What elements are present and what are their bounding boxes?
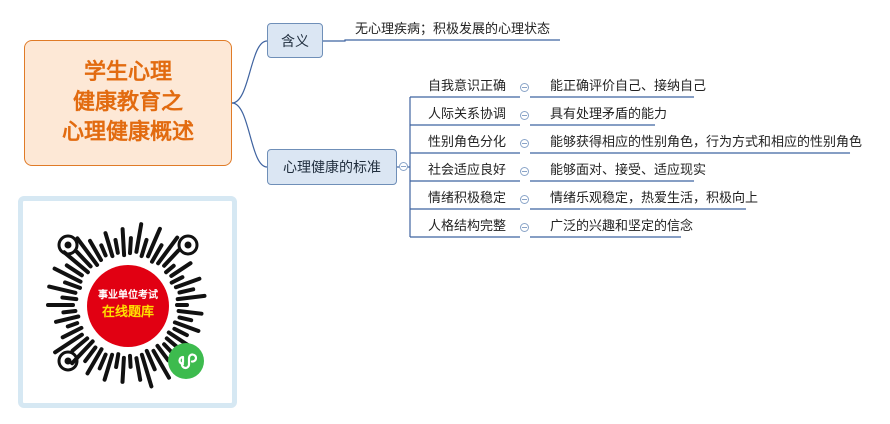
standard-item-desc: 广泛的兴趣和坚定的信念: [550, 219, 694, 234]
collapse-toggle-icon[interactable]: [520, 223, 529, 232]
qr-ray: [139, 237, 149, 259]
collapse-toggle-icon[interactable]: [399, 162, 408, 171]
promo-line1: 事业单位考试: [98, 290, 158, 301]
qr-ray: [172, 320, 201, 333]
qr-ray: [134, 356, 143, 382]
connector-root-definition: [231, 40, 268, 104]
qr-ray: [75, 236, 100, 267]
qr-ray: [150, 243, 164, 264]
root-topic[interactable]: 学生心理 健康教育之 心理健康概述: [24, 40, 232, 166]
qr-ray: [113, 238, 120, 255]
qr-ray: [177, 315, 194, 323]
qr-ray: [134, 222, 144, 254]
qr-ray: [156, 235, 180, 266]
qr-ray: [60, 295, 79, 302]
qr-ray: [53, 332, 84, 355]
qr-ray: [162, 248, 181, 268]
qr-ray: [128, 353, 133, 369]
qr-ray: [139, 352, 154, 389]
qr-ray: [120, 227, 127, 258]
qr-ray: [63, 280, 82, 290]
qr-ray: [176, 309, 204, 316]
qr-ray: [175, 293, 207, 302]
standard-item-name[interactable]: 性别角色分化: [428, 135, 507, 150]
standard-item-name[interactable]: 人际关系协调: [428, 107, 507, 122]
mini-program-icon: [168, 343, 204, 379]
qr-ray: [70, 336, 90, 353]
qr-ray: [99, 243, 108, 258]
connector-root-standards: [231, 102, 268, 168]
standard-item-name[interactable]: 社会适应良好: [428, 163, 507, 178]
standard-item-desc: 能够获得相应的性别角色，行为方式和相应的性别角色: [550, 135, 863, 150]
qr-ray: [177, 287, 196, 295]
standard-item-name[interactable]: 情绪积极稳定: [428, 191, 507, 206]
qr-ray: [128, 236, 133, 256]
root-topic-title: 学生心理 健康教育之 心理健康概述: [61, 60, 194, 145]
definition-topic-label: 含义: [281, 33, 309, 50]
definition-topic[interactable]: 含义: [267, 23, 323, 58]
standards-topic-label: 心理健康的标准: [283, 160, 381, 176]
qr-ray: [83, 345, 98, 364]
standard-item-name[interactable]: 自我意识正确: [428, 79, 507, 94]
qr-ray: [102, 352, 115, 382]
standard-item-desc: 能够面对、接受、适应现实: [550, 163, 707, 178]
qr-ray: [60, 325, 84, 340]
collapse-toggle-icon[interactable]: [520, 139, 529, 148]
qr-ray: [65, 321, 80, 329]
qr-ray: [54, 314, 81, 324]
qr-ray: [114, 352, 121, 369]
qr-ray: [103, 231, 115, 259]
qr-ray: [169, 261, 193, 278]
qr-ray: [146, 226, 162, 259]
qr-ray: [85, 347, 104, 376]
qr-ray: [172, 326, 189, 338]
qr-ray: [64, 263, 84, 278]
qr-ray: [97, 352, 108, 371]
qr-ray: [164, 263, 176, 275]
qr-ray: [47, 284, 78, 295]
qr-ray: [74, 249, 93, 269]
qr-ray: [151, 348, 171, 380]
standard-item-name[interactable]: 人格结构完整: [428, 219, 507, 234]
standards-topic[interactable]: 心理健康的标准: [267, 149, 397, 185]
collapse-toggle-icon[interactable]: [520, 83, 529, 92]
promo-badge[interactable]: 事业单位考试 在线题库: [87, 265, 169, 347]
standard-item-desc: 情绪乐观稳定，热爱生活，积极向上: [550, 191, 759, 206]
qr-ray: [120, 355, 126, 384]
connector-definition-text: [323, 39, 560, 42]
qr-ray: [88, 238, 103, 262]
definition-text: 无心理疾病；积极发展的心理状态: [355, 22, 551, 37]
promo-line2: 在线题库: [101, 305, 154, 320]
qr-ray: [155, 343, 171, 363]
qr-ray: [144, 348, 157, 372]
collapse-toggle-icon[interactable]: [520, 195, 529, 204]
qr-ray: [169, 275, 185, 285]
collapse-toggle-icon[interactable]: [520, 111, 529, 120]
qr-ray: [173, 276, 202, 290]
qr-code-frame: [18, 196, 237, 408]
standard-item-desc: 具有处理矛盾的能力: [550, 107, 668, 122]
collapse-toggle-icon[interactable]: [520, 167, 529, 176]
qr-ray: [62, 250, 90, 275]
qr-ray: [61, 309, 78, 315]
standard-item-desc: 能正确评价自己、接纳自己: [550, 79, 707, 94]
qr-ray: [52, 266, 83, 284]
